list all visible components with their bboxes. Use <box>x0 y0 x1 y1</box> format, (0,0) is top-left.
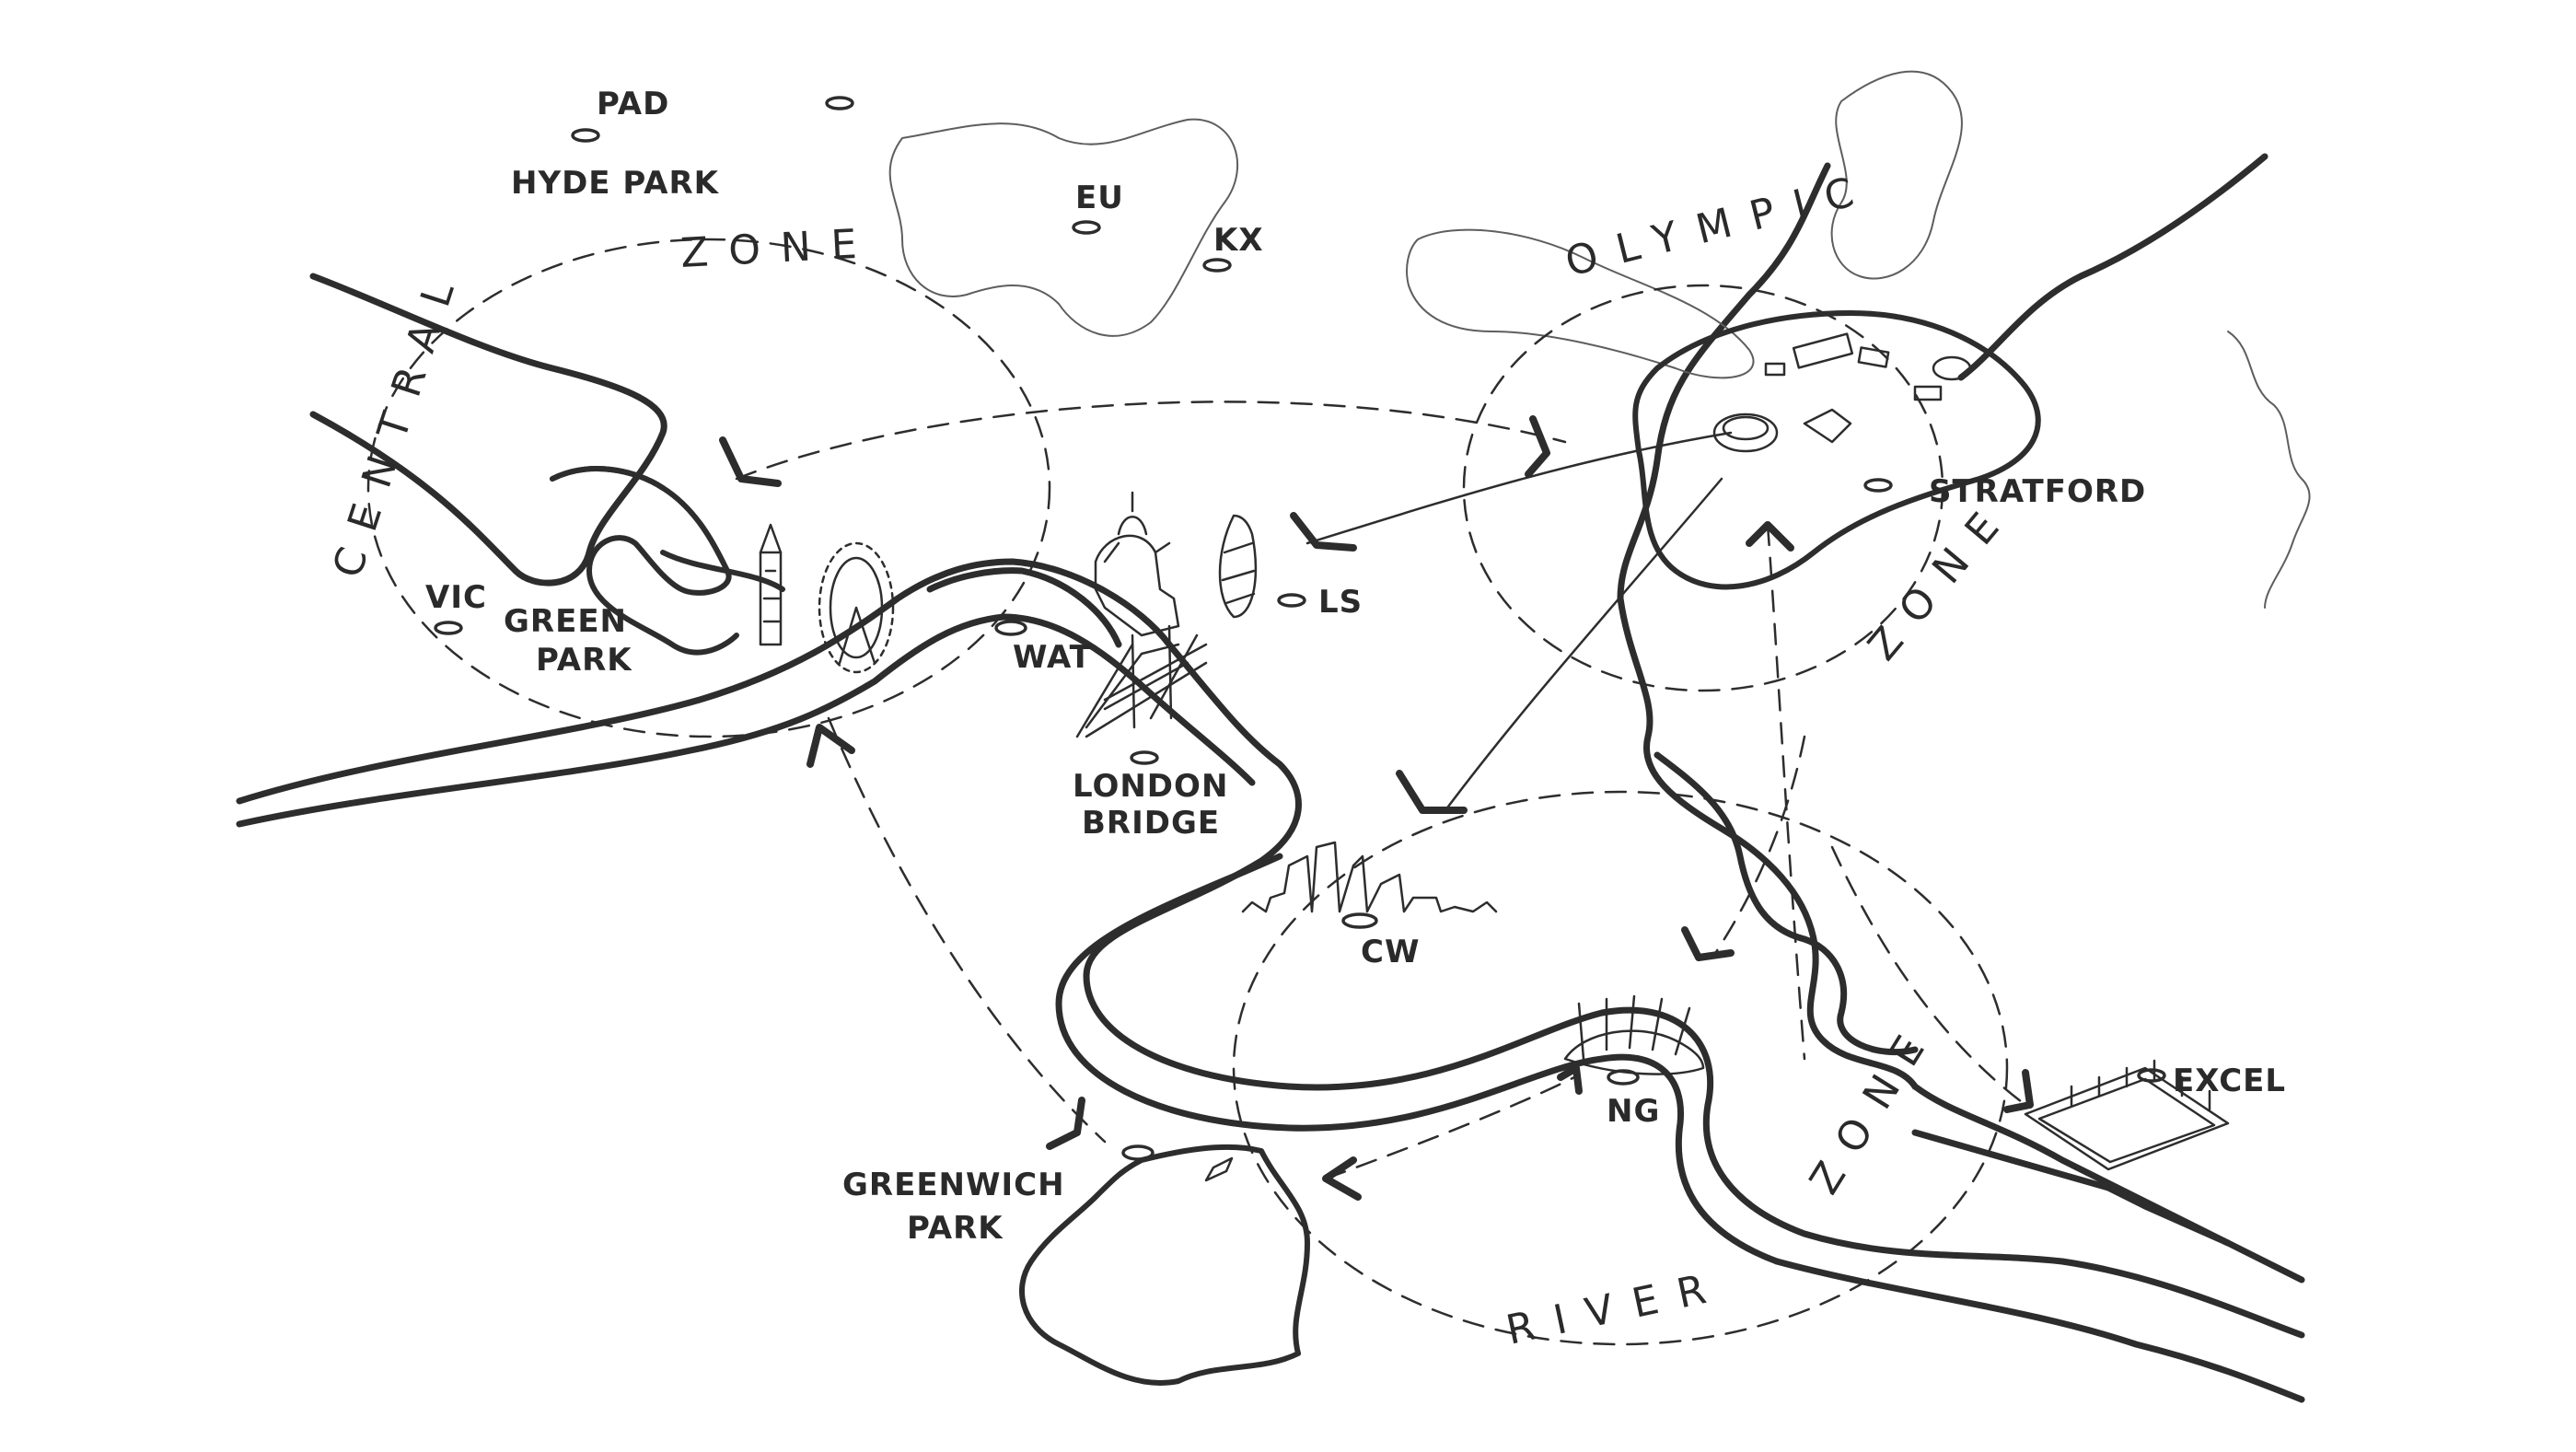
road-network <box>309 153 2269 656</box>
label-kx: KX <box>1213 222 1264 259</box>
olympic-zone-label: ZONE <box>1859 489 2021 669</box>
station-vic-marker <box>434 621 463 635</box>
label-ng: NG <box>1607 1093 1660 1130</box>
river-label: RIVER <box>1503 1262 1730 1354</box>
label-london-bridge-1: LONDON <box>1073 768 1228 805</box>
label-cw: CW <box>1361 934 1420 970</box>
central-zone-label: ZONE <box>679 220 878 277</box>
label-greenwich-park-1: GREENWICH <box>842 1167 1065 1203</box>
olympic-stadium-icon <box>1712 412 1779 453</box>
aquatics-centre-icon <box>1803 408 1852 444</box>
station-london-bridge-marker <box>1130 750 1159 765</box>
station-ng-marker <box>1607 1069 1640 1086</box>
label-stratford: STRATFORD <box>1929 473 2146 510</box>
zone-labels: ZONE CENTRAL OLYMPIC ZONE RIVER ZONE <box>324 164 2022 1353</box>
label-vic: VIC <box>425 579 487 616</box>
label-eu: EU <box>1075 180 1124 216</box>
arrowhead-icon <box>1396 770 1468 814</box>
arrowhead-icon <box>1322 1156 1362 1201</box>
station-ls-marker <box>1277 593 1306 608</box>
station-cw-marker <box>1341 912 1378 929</box>
label-london-bridge-2: BRIDGE <box>1082 805 1220 842</box>
faint-parkland <box>888 70 2311 609</box>
arrowhead-icon <box>1681 926 1735 961</box>
green-park-outline <box>550 466 666 491</box>
station-kx-marker <box>1202 258 1232 273</box>
station-stratford-marker <box>1863 478 1893 493</box>
station-greenwich-marker <box>1121 1144 1155 1161</box>
place-labels: PAD HYDE PARK EU KX VIC GREEN PARK WAT L… <box>425 86 2286 1247</box>
station-eu-marker <box>1072 220 1101 235</box>
tower-bridge-icon <box>1075 624 1208 738</box>
route-connections <box>735 401 2027 1180</box>
arrowhead-icon <box>719 436 782 487</box>
canary-wharf-skyline-icon <box>1241 841 1498 913</box>
greenwich-park <box>1019 1144 1310 1386</box>
arrowhead-icon <box>806 724 855 768</box>
london-eye-icon <box>818 541 895 674</box>
olympic-label: OLYMPIC <box>1561 164 1878 285</box>
olympic-park <box>1632 310 2041 590</box>
label-pad: PAD <box>597 86 669 122</box>
arrowhead-icon <box>1525 415 1550 478</box>
zone-outlines <box>366 238 2009 1346</box>
arrowhead-icon <box>1746 521 1794 552</box>
arrowhead-icon <box>1046 1097 1085 1150</box>
station-pad-marker <box>571 128 600 143</box>
label-excel: EXCEL <box>2173 1063 2286 1099</box>
station-markers <box>434 96 2166 1161</box>
st-pauls-icon <box>1094 491 1180 637</box>
arrowhead-icon <box>1290 512 1357 552</box>
station-marker <box>825 96 854 110</box>
arrowhead-icon <box>1557 1064 1583 1095</box>
central-label: CENTRAL <box>324 257 470 583</box>
label-wat: WAT <box>1013 639 1092 676</box>
route-arrowheads <box>719 415 2034 1201</box>
label-greenwich-park-2: PARK <box>907 1210 1004 1247</box>
label-ls: LS <box>1318 584 1363 621</box>
gherkin-icon <box>1218 514 1258 619</box>
arrowhead-icon <box>2003 1069 2034 1113</box>
label-green-park-1: GREEN <box>504 603 627 640</box>
label-hyde-park: HYDE PARK <box>511 165 720 202</box>
station-excel-marker <box>2137 1068 2166 1083</box>
station-wat-marker <box>994 620 1027 636</box>
big-ben-icon <box>759 523 783 646</box>
label-green-park-2: PARK <box>536 642 632 679</box>
